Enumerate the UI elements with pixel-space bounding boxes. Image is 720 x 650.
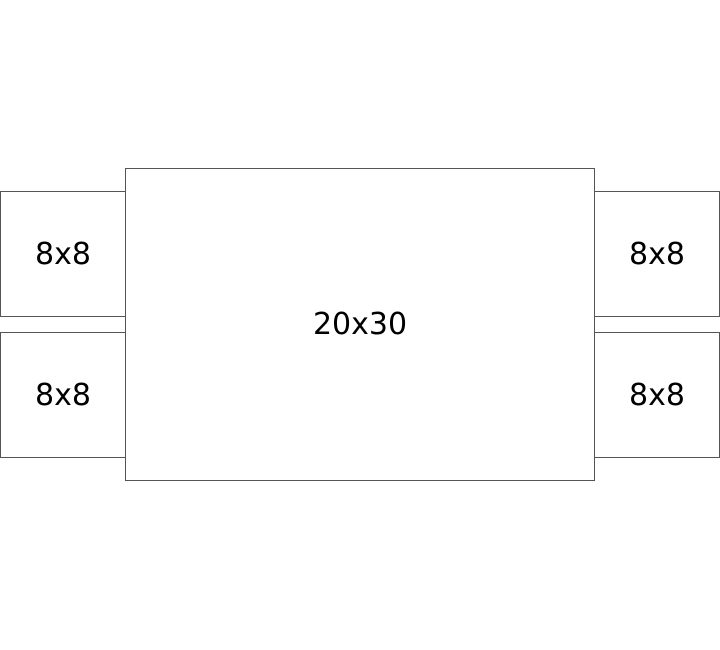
right-bottom-box: 8x8 (594, 332, 720, 458)
right-top-box-label: 8x8 (629, 236, 685, 272)
left-bottom-box-label: 8x8 (35, 377, 91, 413)
left-top-box: 8x8 (0, 191, 126, 317)
left-bottom-box: 8x8 (0, 332, 126, 458)
main-box-label: 20x30 (312, 307, 408, 342)
main-box: 20x30 (125, 168, 595, 481)
left-top-box-label: 8x8 (35, 236, 91, 272)
right-top-box: 8x8 (594, 191, 720, 317)
right-bottom-box-label: 8x8 (629, 377, 685, 413)
